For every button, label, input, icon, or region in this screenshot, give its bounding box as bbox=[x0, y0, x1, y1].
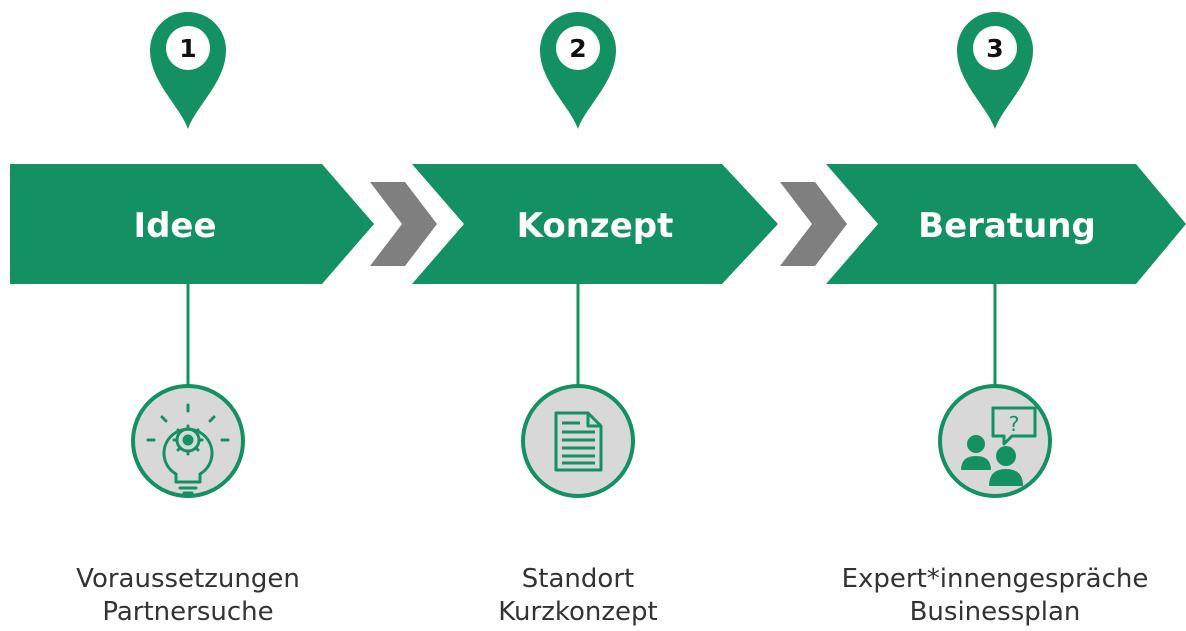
step-2-number: 2 bbox=[569, 34, 586, 63]
step-3-pin-badge bbox=[973, 26, 1017, 70]
step-3-number: 3 bbox=[986, 34, 1003, 63]
transition-arrow-2 bbox=[780, 182, 847, 266]
step-3-item-2: Businessplan bbox=[909, 597, 1081, 627]
step-1-number: 1 bbox=[179, 34, 196, 63]
lightbulb-gear-icon bbox=[146, 403, 230, 495]
step-1-caption: Voraussetzungen Partnersuche bbox=[8, 563, 368, 629]
step-2-item-2: Kurzkonzept bbox=[498, 597, 658, 627]
step-1: 1 Idee bbox=[10, 12, 374, 498]
step-3-caption: Expert*innengespräche Businessplan bbox=[815, 563, 1175, 629]
step-1-chevron bbox=[10, 164, 374, 284]
svg-text:?: ? bbox=[1009, 412, 1020, 436]
step-2-chevron bbox=[412, 164, 778, 284]
transition-arrow-1 bbox=[370, 182, 437, 266]
step-3-chevron bbox=[826, 164, 1186, 284]
step-2-item-1: Standort bbox=[521, 564, 635, 594]
document-icon bbox=[554, 411, 603, 472]
step-2-caption: Standort Kurzkonzept bbox=[398, 563, 758, 629]
step-1-pin-badge bbox=[166, 26, 210, 70]
step-3-item-1: Expert*innengespräche bbox=[841, 564, 1149, 594]
step-2-pin-badge bbox=[556, 26, 600, 70]
step-1-item-2: Partnersuche bbox=[102, 597, 274, 627]
step-1-title: Idee bbox=[133, 206, 216, 246]
step-1-item-1: Voraussetzungen bbox=[76, 564, 300, 594]
consultation-people-icon: ? bbox=[961, 406, 1037, 486]
step-2-title: Konzept bbox=[517, 206, 674, 246]
step-3-title: Beratung bbox=[918, 206, 1096, 246]
step-2: 2 Konzept bbox=[412, 12, 778, 498]
step-3: 3 Beratung ? bbox=[826, 12, 1186, 498]
